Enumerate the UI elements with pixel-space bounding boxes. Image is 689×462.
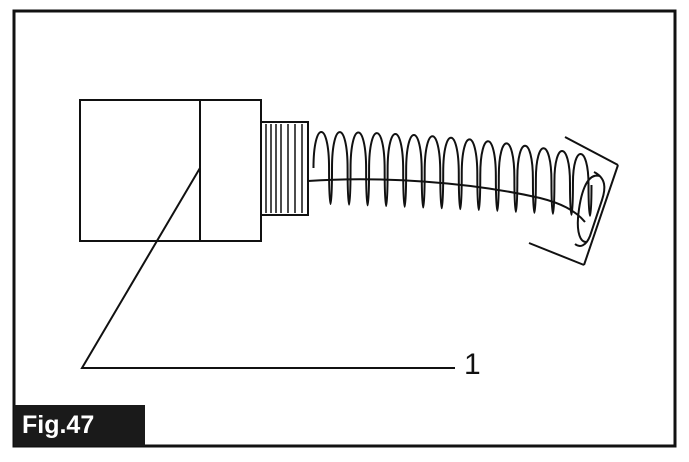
spring-end-cap: [528, 136, 619, 266]
callout-leader-1: [80, 167, 455, 369]
callout-number-1: 1: [464, 348, 481, 381]
shunt-wire: [307, 178, 586, 223]
wire-connector: [260, 121, 309, 216]
connector-ribs: [265, 124, 303, 213]
spring-coil: [312, 131, 593, 217]
figure-frame: [12, 9, 677, 448]
figure-label: Fig.47: [14, 405, 145, 446]
